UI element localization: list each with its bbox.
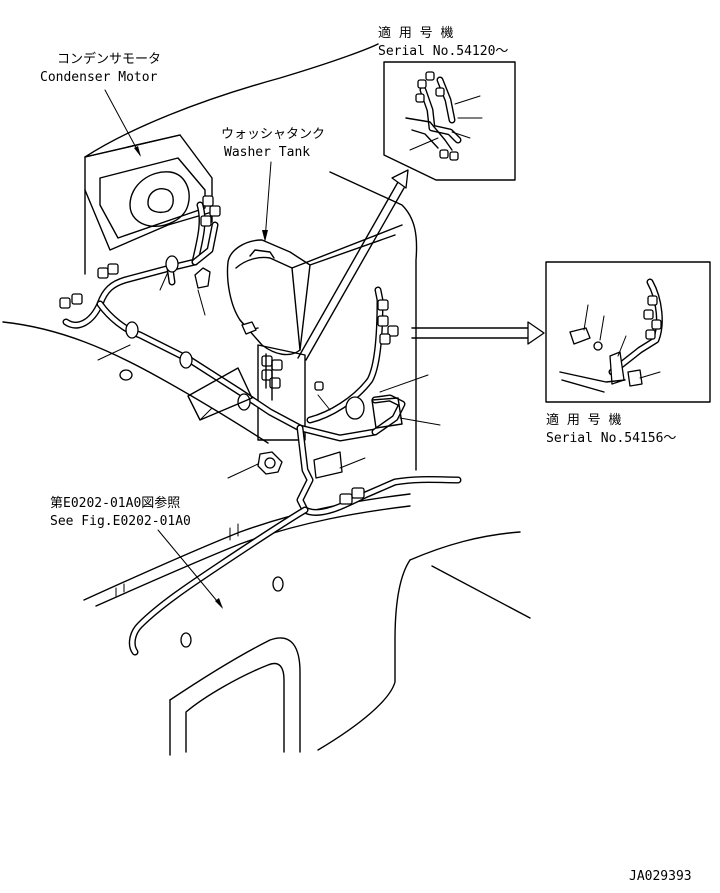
detail-view-top (383, 61, 516, 181)
washer-tank-label-jp: ウォッシャタンク (221, 127, 325, 142)
detail-top-serial: Serial No.54120～ (378, 44, 508, 59)
harness-bracket (187, 367, 253, 421)
detail-right-serial: Serial No.54156～ (546, 431, 676, 446)
washer-tank (226, 224, 403, 356)
wiring-harness (62, 201, 462, 656)
condenser-motor (84, 134, 213, 275)
detail-top-applicability-jp: 適 用 号 機 (378, 25, 453, 41)
pump-wires (265, 353, 273, 401)
leader-lines (97, 89, 441, 609)
clamps (119, 255, 365, 648)
washer-tank-label-en: Washer Tank (224, 145, 310, 160)
detail-view-right (545, 261, 711, 403)
see-figure-label-jp: 第E0202-01A0図参照 (50, 495, 180, 511)
see-figure-label-en: See Fig.E0202-01A0 (50, 514, 191, 529)
machine-outline (2, 43, 531, 756)
drawing-number: JA029393 (629, 869, 692, 884)
bolts (194, 267, 283, 475)
condenser-motor-label-jp: コンデンサモータ (57, 51, 161, 67)
arrows (297, 169, 545, 361)
mounting-plate (257, 344, 306, 441)
detail-right-applicability-jp: 適 用 号 機 (546, 412, 621, 428)
relay-unit (313, 397, 403, 479)
connectors (59, 195, 399, 505)
condenser-motor-label-en: Condenser Motor (40, 70, 158, 85)
